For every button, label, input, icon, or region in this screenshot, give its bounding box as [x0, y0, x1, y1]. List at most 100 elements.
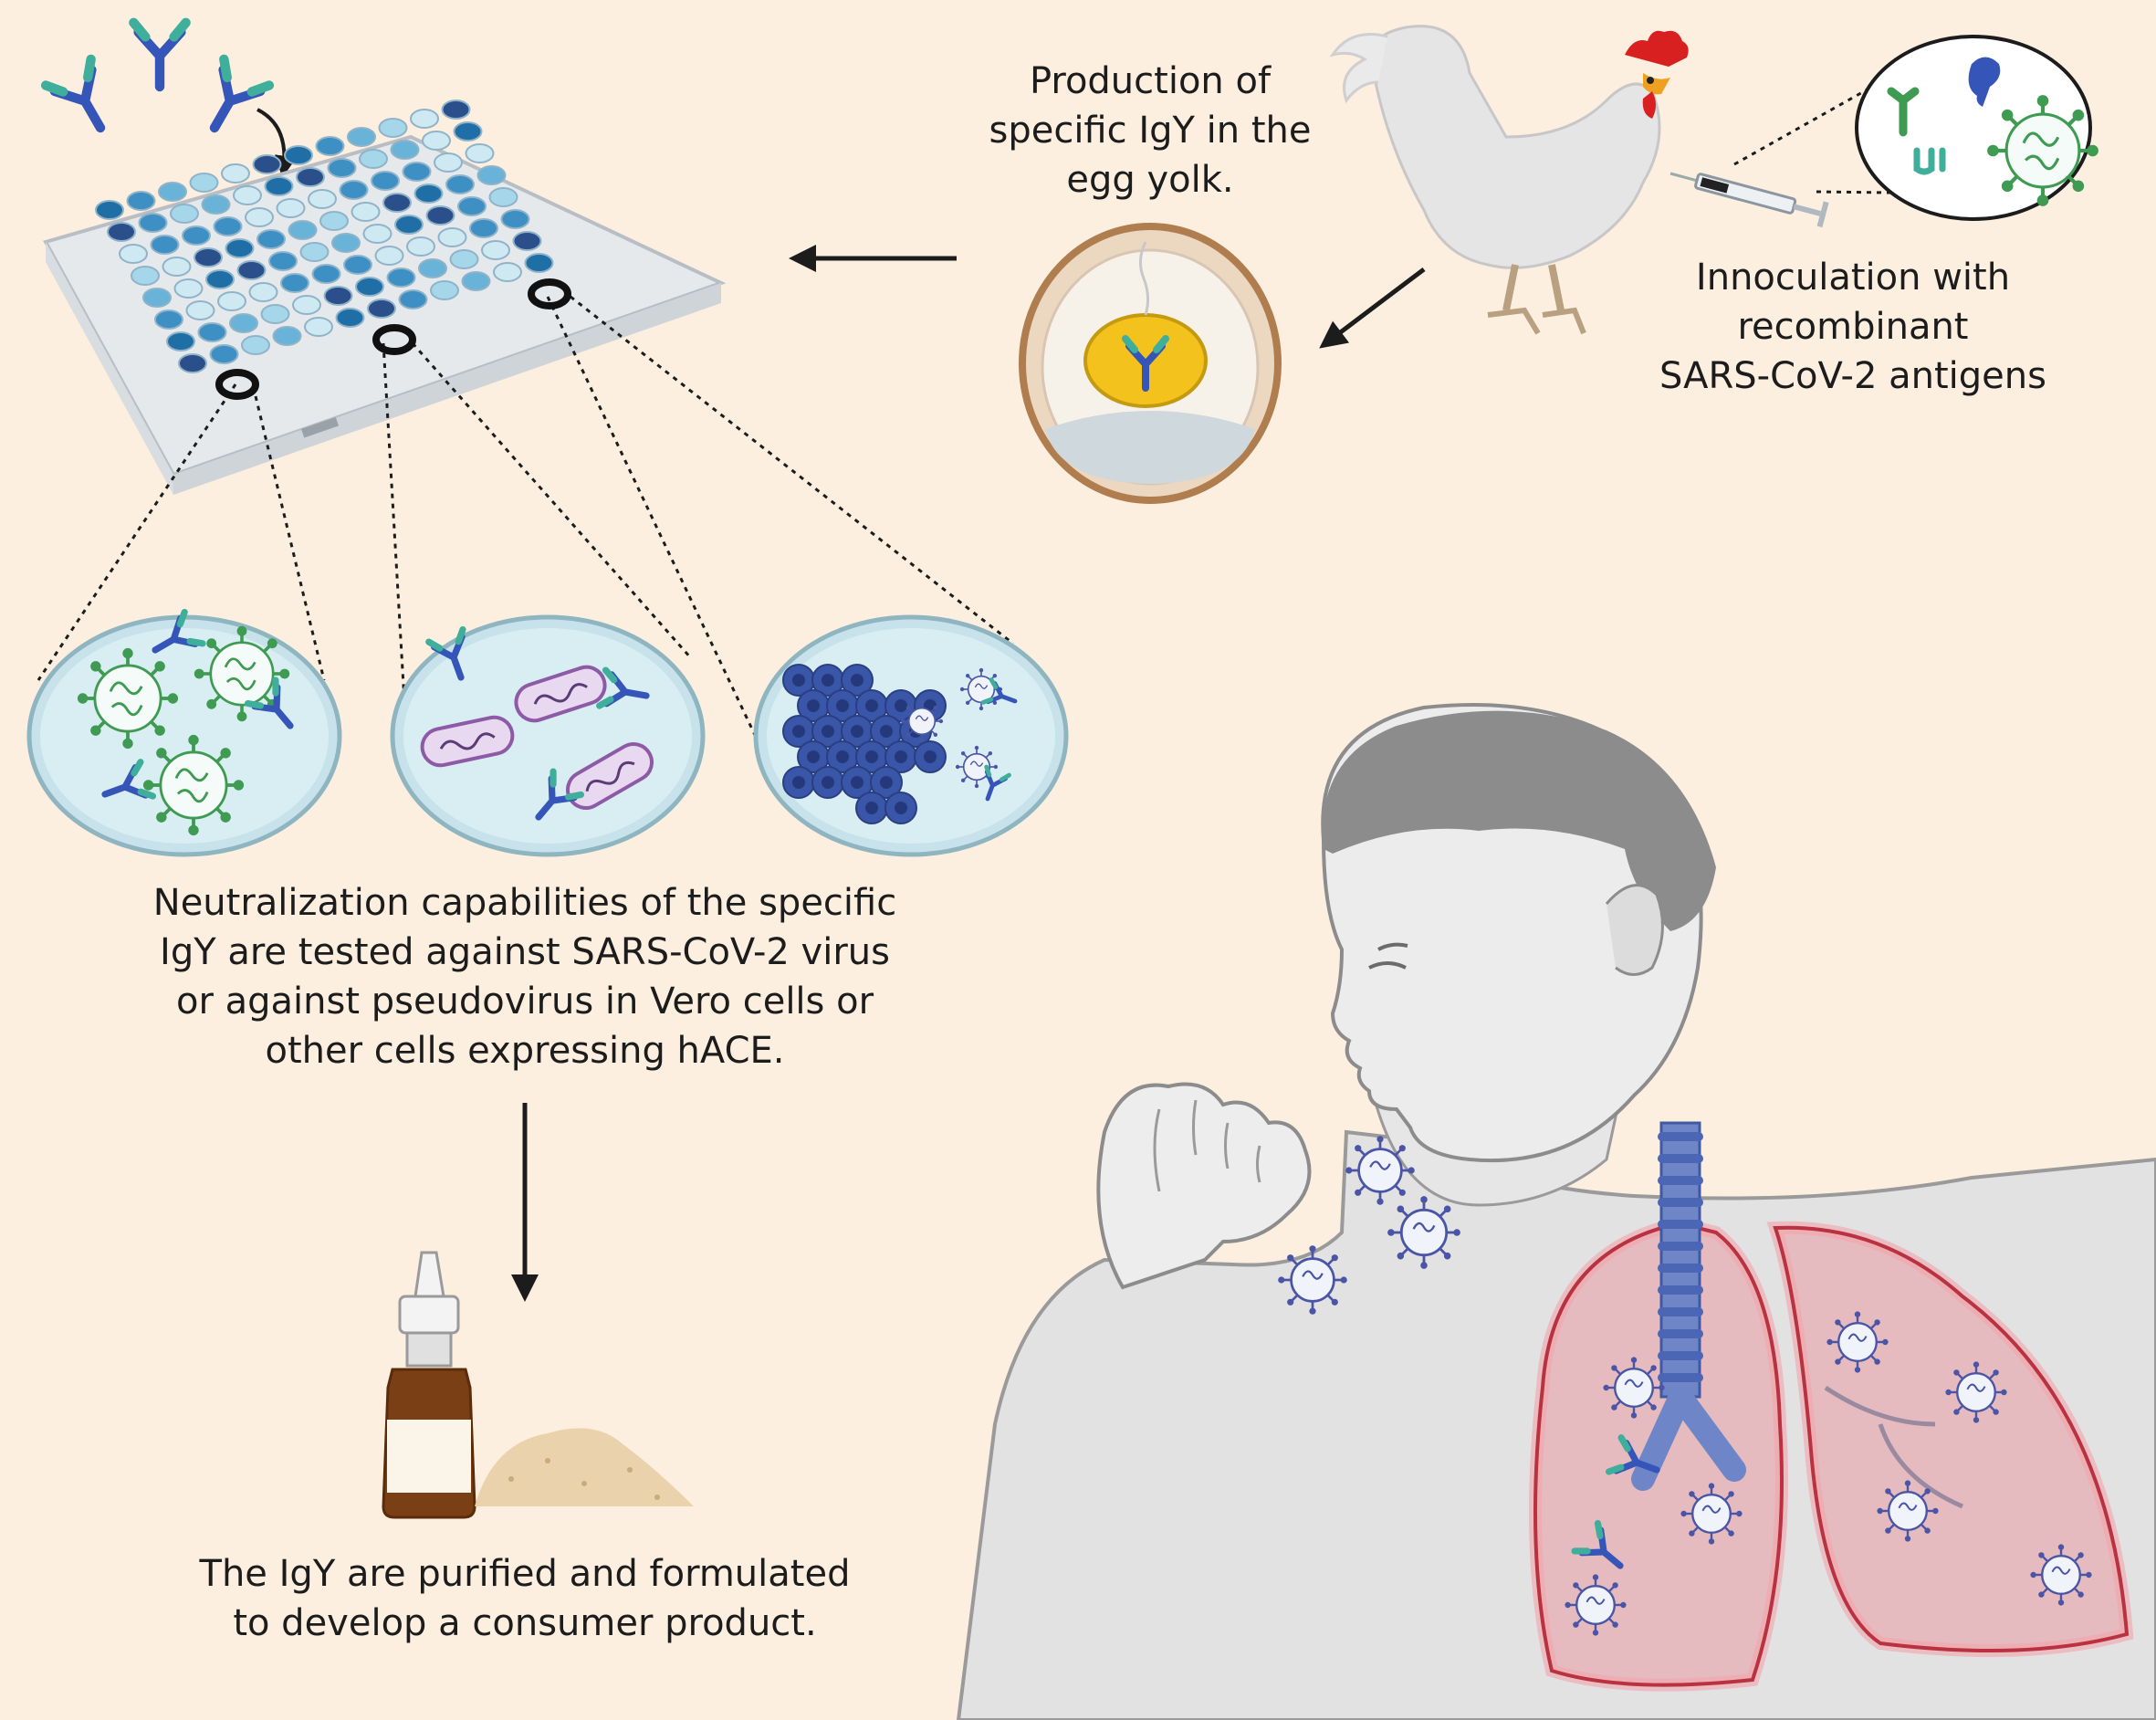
well — [170, 204, 199, 224]
syringe-icon — [1669, 172, 1829, 228]
well — [335, 308, 365, 328]
arrow-icon — [256, 108, 297, 178]
well — [178, 353, 207, 373]
well — [465, 143, 495, 163]
caption-line: other cells expressing hACE. — [265, 1030, 785, 1072]
well — [351, 202, 381, 222]
well — [241, 335, 270, 355]
vero-cell-nucleus — [851, 776, 863, 789]
well — [245, 207, 274, 227]
well — [233, 185, 262, 205]
caption-line: SARS-CoV-2 antigens — [1659, 355, 2046, 397]
well — [382, 193, 412, 213]
well — [213, 216, 243, 236]
well — [425, 205, 455, 225]
trachea-ring — [1658, 1198, 1703, 1207]
caption-line: to develop a consumer product. — [233, 1602, 817, 1644]
well — [315, 136, 345, 156]
trachea-ring — [1658, 1373, 1703, 1382]
well — [331, 233, 361, 253]
caption-product: The IgY are purified and formulated to d… — [137, 1549, 913, 1648]
well — [493, 262, 522, 282]
trachea-ring — [1658, 1242, 1703, 1251]
vero-cell-nucleus — [807, 750, 820, 763]
petri-dish-vero-cells — [753, 614, 1069, 857]
well — [304, 317, 333, 337]
trachea-ring — [1658, 1264, 1703, 1273]
vero-cell-nucleus — [880, 776, 893, 789]
well — [209, 344, 239, 364]
caption-line: Innoculation with — [1695, 257, 2011, 299]
well — [185, 300, 215, 320]
vero-cell-nucleus — [792, 776, 805, 789]
vero-cell-nucleus — [851, 674, 863, 687]
well — [355, 277, 384, 297]
lungs-icon — [1529, 1121, 2134, 1692]
well — [378, 118, 408, 138]
well — [398, 289, 428, 309]
well — [264, 176, 294, 196]
well — [158, 182, 187, 202]
well — [453, 121, 483, 142]
well — [434, 152, 463, 173]
vero-cell-nucleus — [895, 699, 907, 712]
well — [362, 224, 392, 244]
well — [343, 255, 372, 275]
well — [311, 264, 341, 284]
well — [461, 271, 491, 291]
well — [107, 222, 136, 242]
well — [268, 251, 298, 271]
well — [272, 326, 302, 346]
well — [260, 304, 290, 324]
trachea-ring — [1658, 1176, 1703, 1185]
trachea-ring — [1658, 1154, 1703, 1163]
well — [488, 187, 518, 207]
well — [457, 196, 487, 216]
well — [445, 174, 475, 194]
caption-line: specific IgY in the — [989, 110, 1312, 152]
well — [189, 173, 219, 193]
well — [197, 322, 227, 342]
well — [142, 288, 172, 308]
well — [367, 299, 396, 319]
well — [422, 131, 451, 151]
trachea-ring — [1658, 1329, 1703, 1338]
well — [126, 191, 156, 211]
caption-line: Neutralization capabilities of the speci… — [152, 882, 897, 924]
well — [524, 253, 554, 273]
well — [339, 180, 369, 200]
well — [131, 266, 160, 286]
zoom-lines — [37, 295, 1014, 751]
well — [374, 246, 404, 266]
well — [327, 158, 357, 178]
well — [217, 291, 246, 311]
well — [95, 200, 124, 220]
well — [236, 260, 267, 280]
well — [276, 198, 306, 218]
antibodies-icon — [46, 23, 269, 142]
well — [371, 171, 400, 191]
vero-cell-nucleus — [865, 699, 878, 712]
well — [359, 149, 388, 169]
well — [296, 167, 325, 187]
vero-cell-nucleus — [792, 725, 805, 738]
well — [154, 309, 183, 330]
well — [319, 211, 349, 231]
well — [469, 218, 498, 238]
caption-production: Production of specific IgY in the egg yo… — [931, 57, 1369, 205]
well-plate-icon — [43, 100, 727, 495]
well — [402, 162, 432, 182]
vero-cell-nucleus — [792, 674, 805, 687]
petri-dish-virus — [26, 613, 342, 857]
well — [347, 127, 376, 147]
well — [413, 184, 444, 204]
well — [481, 240, 510, 260]
nasal-spray-icon — [382, 1251, 476, 1519]
petri-dish-pseudovirus — [390, 614, 706, 857]
powder-icon — [475, 1428, 694, 1506]
well — [418, 258, 447, 278]
vero-cell-nucleus — [822, 776, 834, 789]
selected-wells — [215, 278, 571, 400]
vero-cell-nucleus — [924, 750, 937, 763]
